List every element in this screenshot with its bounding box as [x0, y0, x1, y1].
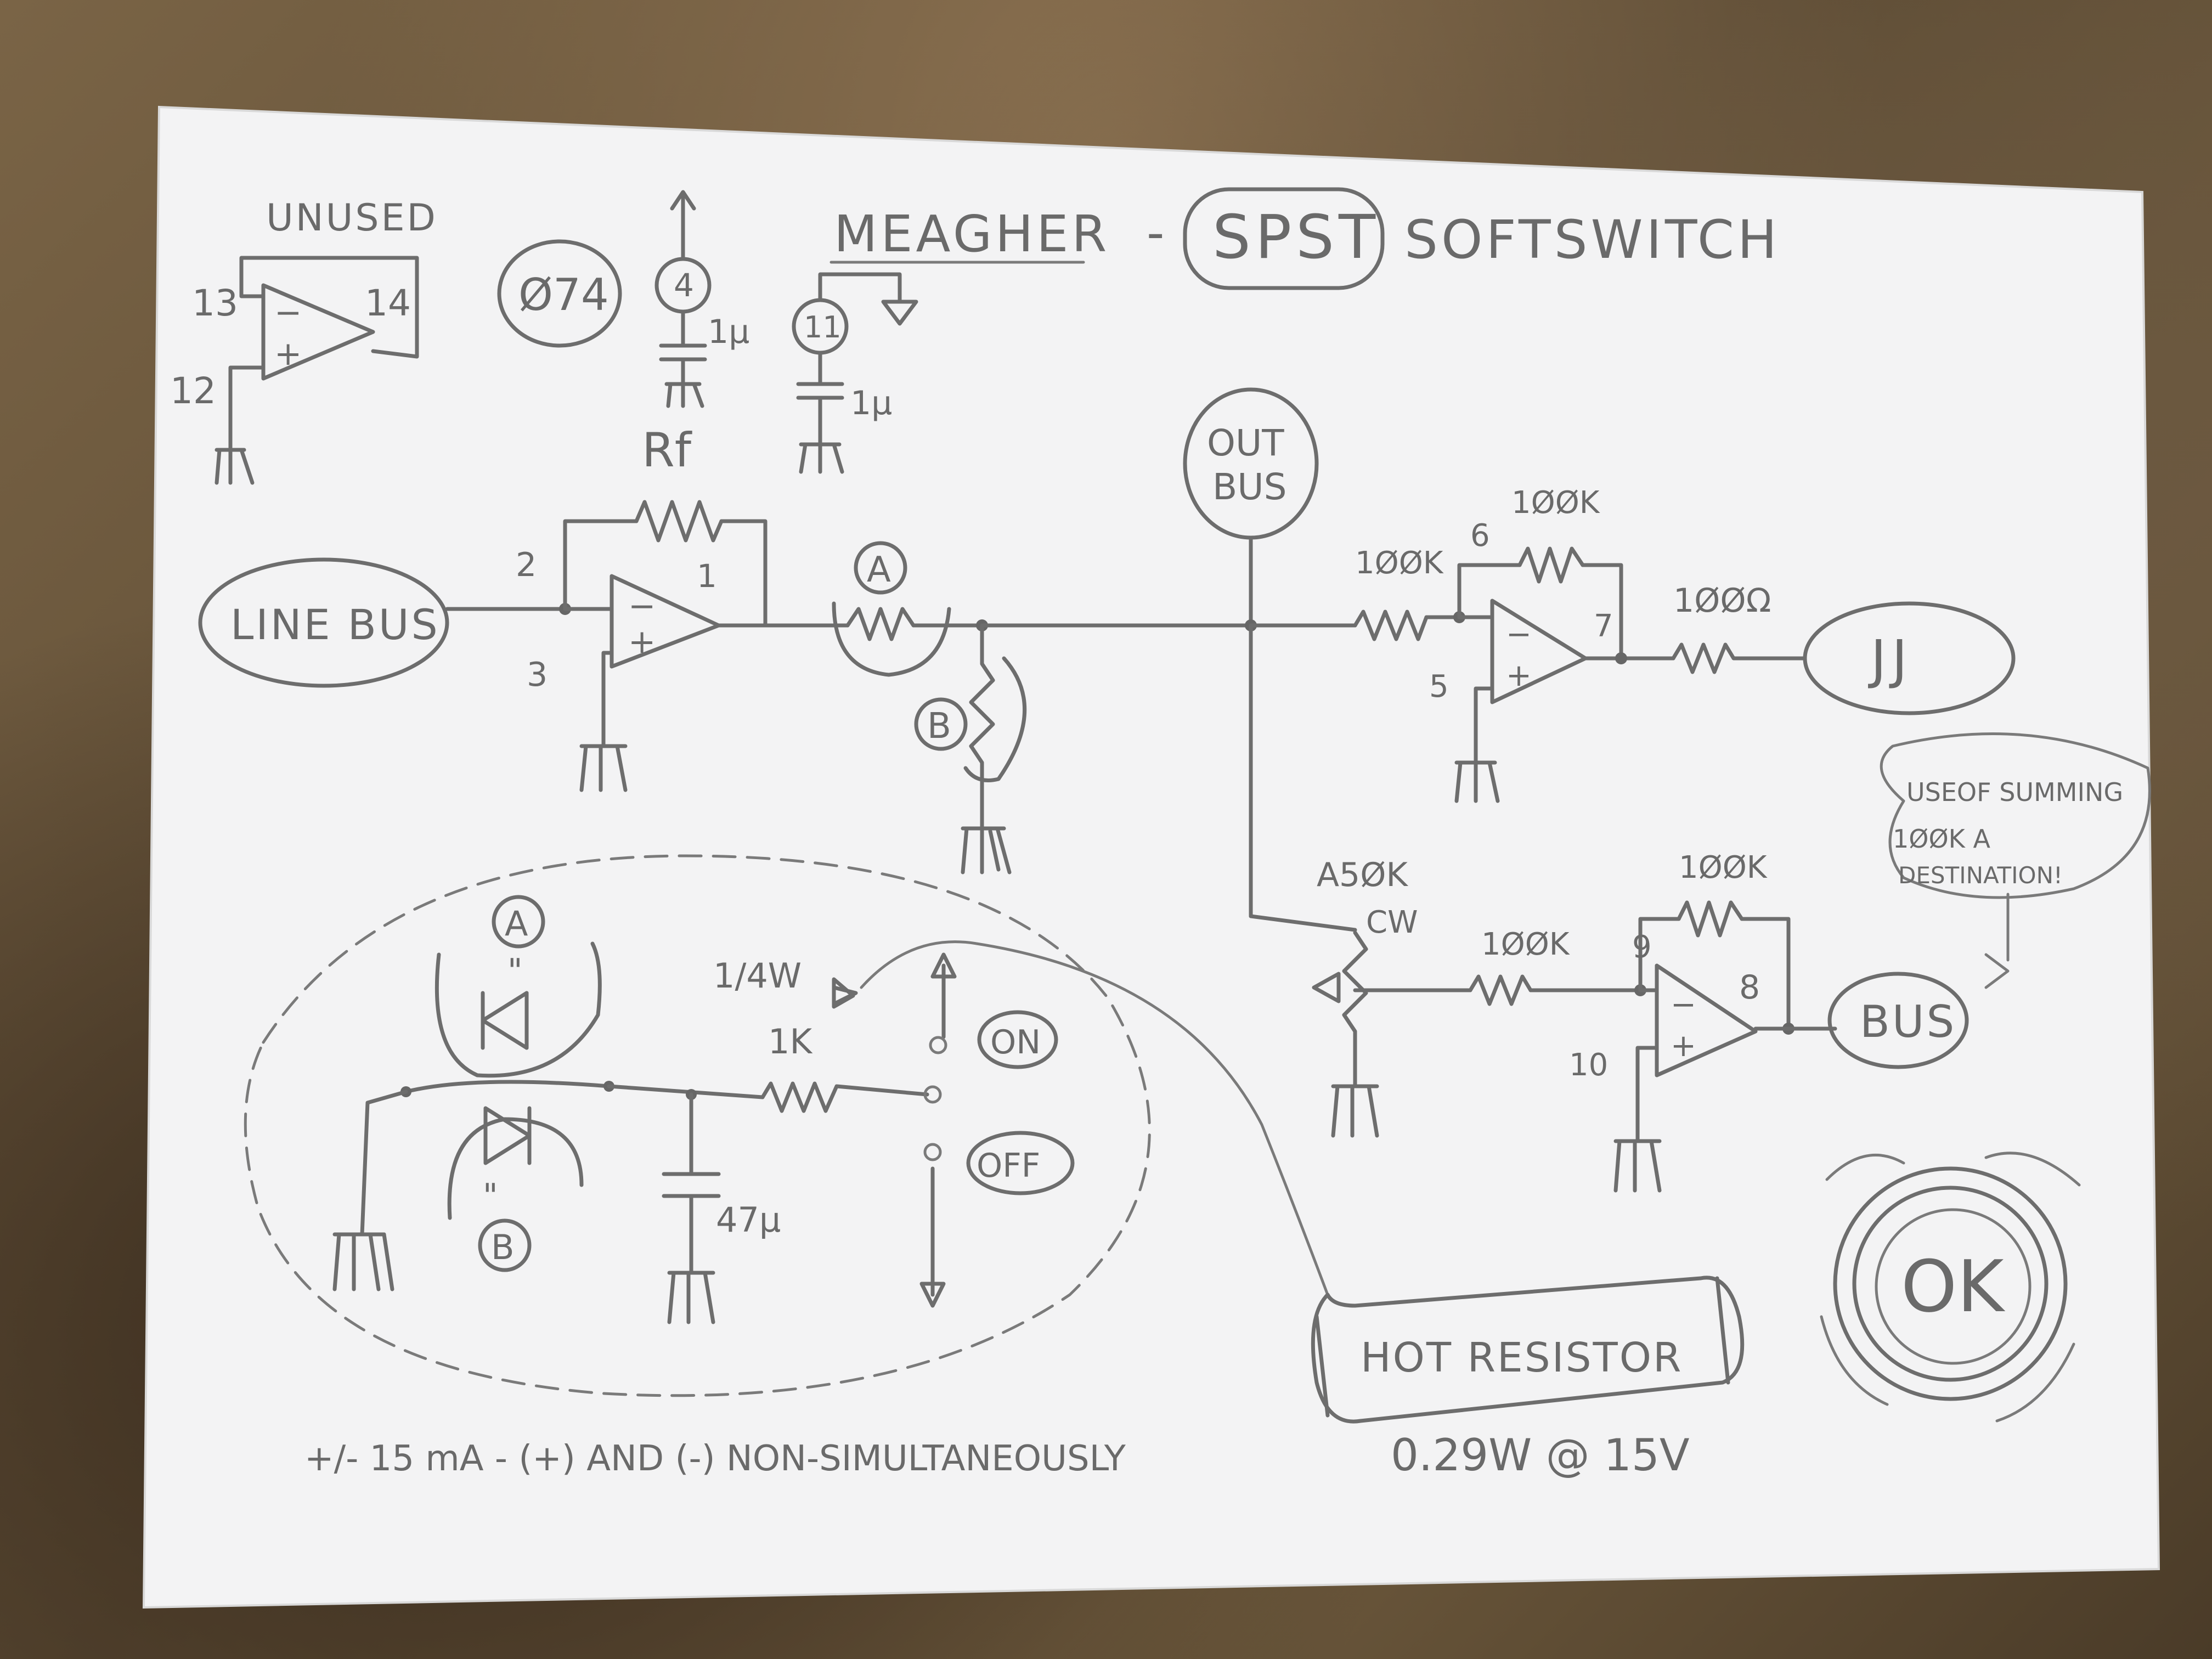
hot-resistor: HOT RESISTOR 0.29W @ 15V	[1311, 1276, 1745, 1481]
ground-icon	[961, 826, 1012, 874]
cap-1u-a: 1μ	[708, 313, 749, 351]
svg-text:−: −	[628, 587, 656, 625]
detail-led-a: A	[505, 904, 528, 944]
out-bus-line2: BUS	[1212, 466, 1286, 508]
part-number: Ø74	[518, 269, 609, 320]
pin-12: 12	[170, 370, 216, 412]
ground-icon	[579, 744, 628, 792]
pot-cw: CW	[1366, 905, 1418, 940]
ground-icon	[799, 442, 844, 474]
svg-text:+: +	[628, 623, 656, 661]
r-fb-100k: 1ØØK	[1511, 485, 1600, 521]
pin-4: 4	[674, 267, 694, 304]
r-in-100k: 1ØØK	[1355, 545, 1444, 581]
note-line1: USEOF SUMMING	[1906, 777, 2123, 807]
jj-jack-label: JJ	[1868, 629, 1913, 690]
summing-stage: A5ØK CW 1ØØK 1ØØK 9 − + 8 10 BUS USEOF S…	[1249, 623, 2151, 1193]
pin-5: 5	[1429, 669, 1449, 704]
pin-9: 9	[1632, 929, 1652, 965]
bus-label: BUS	[1860, 996, 1956, 1047]
pin-6: 6	[1470, 518, 1490, 554]
svg-text:+: +	[274, 335, 302, 373]
pin-7: 7	[1594, 608, 1613, 644]
detail-led-b: B	[491, 1227, 515, 1267]
hot-resistor-rating: 0.29W @ 15V	[1391, 1430, 1690, 1481]
led-a-tag: A	[867, 550, 891, 590]
led-b-tag: B	[927, 706, 951, 747]
pin-14: 14	[365, 282, 411, 324]
sum-r-in-100k: 1ØØK	[1481, 927, 1570, 962]
footnote: +/- 15 mA - (+) AND (-) NON-SIMULTANEOUS…	[304, 1438, 1126, 1479]
pin-13: 13	[192, 282, 238, 324]
res-power: 1/4W	[713, 956, 802, 996]
ground-icon	[667, 1271, 715, 1324]
svg-text:−: −	[1506, 617, 1532, 652]
chip-power: Ø74 4 1μ 11 1μ	[497, 190, 918, 474]
hot-resistor-label: HOT RESISTOR	[1361, 1334, 1683, 1381]
ground-icon	[1613, 1139, 1662, 1193]
detail-led-b-quote: "	[483, 1177, 498, 1215]
svg-text:−: −	[1671, 987, 1696, 1023]
ground-icon	[664, 382, 704, 408]
title-dash: -	[1147, 204, 1164, 262]
line-bus-label: LINE BUS	[230, 600, 440, 649]
ground-icon	[332, 1232, 394, 1291]
switch-detail: A " " B 47μ 1K 1/4W	[244, 854, 1329, 1479]
cap-47u: 47μ	[716, 1200, 781, 1240]
pin-10: 10	[1569, 1047, 1608, 1083]
rf-label: Rf	[642, 423, 692, 478]
note-line2: 1ØØK A	[1893, 824, 1990, 854]
res-1k: 1K	[768, 1022, 812, 1062]
spst-label: SPST	[1212, 202, 1380, 272]
title: MEAGHER	[834, 205, 1110, 263]
ground-icon	[215, 448, 255, 485]
subtitle: SOFTSWITCH	[1404, 209, 1780, 270]
note-line3: DESTINATION!	[1898, 862, 2063, 889]
input-stage: LINE BUS 2 Rf − + 1 3 A B	[198, 423, 1253, 874]
header: MEAGHER - SPST SOFTSWITCH	[830, 187, 1780, 290]
switch-on: ON	[990, 1023, 1041, 1062]
ground-icon	[1331, 1084, 1379, 1138]
pin-11: 11	[804, 310, 842, 345]
unused-opamp: UNUSED − + 13 14 12	[170, 196, 438, 485]
paper	[142, 105, 2160, 1609]
pin-2: 2	[516, 546, 537, 584]
cap-1u-b: 1μ	[850, 384, 892, 422]
r-out-100ohm: 1ØØΩ	[1673, 582, 1771, 620]
switch-off: OFF	[977, 1147, 1040, 1185]
svg-text:+: +	[1671, 1028, 1696, 1064]
output-stage: OUT BUS 1ØØK 1ØØK 6 − + 7 5 1ØØΩ JJ	[1183, 387, 2016, 803]
ok-stamp: OK	[1820, 1152, 2081, 1423]
svg-text:−: −	[274, 294, 302, 332]
detail-led-a-quote: "	[507, 952, 523, 990]
pin-8: 8	[1739, 968, 1760, 1007]
out-bus-line1: OUT	[1207, 422, 1284, 464]
sum-r-fb-100k: 1ØØK	[1679, 850, 1768, 885]
pin-3: 3	[527, 656, 548, 694]
pot-value: A5ØK	[1317, 856, 1408, 894]
pin-1: 1	[697, 557, 717, 595]
unused-label: UNUSED	[266, 196, 438, 240]
ground-icon	[1454, 760, 1500, 803]
ok-label: OK	[1901, 1245, 2005, 1328]
svg-text:+: +	[1506, 658, 1532, 693]
